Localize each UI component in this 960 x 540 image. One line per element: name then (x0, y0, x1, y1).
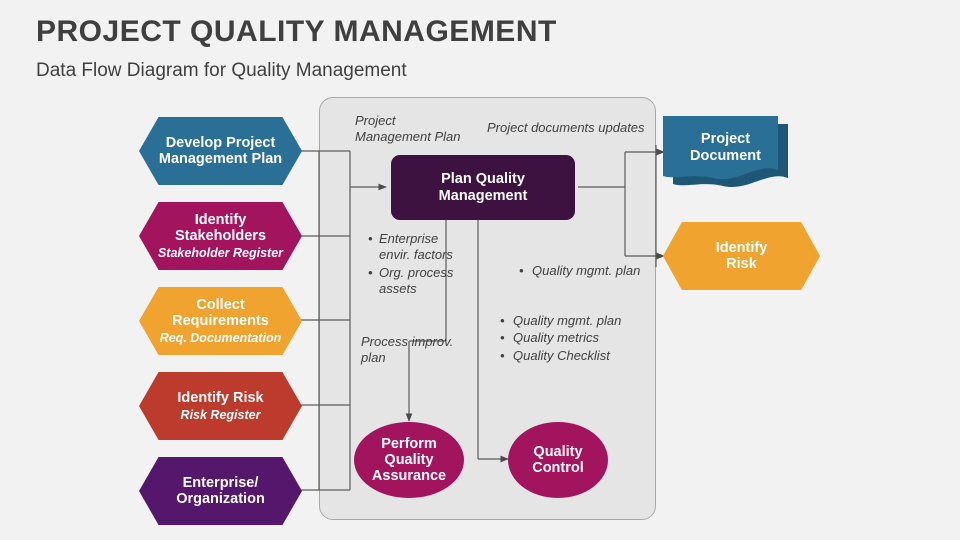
node-title-line: Perform (381, 435, 437, 452)
node-title-line: Collect (196, 296, 245, 313)
input-node-identify-risk[interactable]: Identify Risk Risk Register (139, 372, 302, 440)
node-title-line: Enterprise/ (182, 474, 259, 491)
annotation-line: Project documents updates (487, 120, 645, 135)
node-title-line: Assurance (371, 468, 447, 485)
annotation-line: Process improv. (361, 334, 454, 349)
annotation-line: plan (361, 350, 386, 366)
node-title-line: Project (700, 131, 751, 148)
node-subtitle: Risk Register (180, 408, 261, 423)
node-title-line: Identify (194, 211, 247, 228)
process-node-perform-quality-assurance[interactable]: Perform Quality Assurance (354, 422, 464, 498)
output-node-identify-risk[interactable]: Identify Risk (663, 222, 820, 290)
annotation-list-item: Quality Checklist (500, 348, 650, 365)
node-title-line: Develop Project (165, 134, 276, 151)
process-node-quality-control[interactable]: Quality Control (508, 422, 608, 498)
page-subtitle: Data Flow Diagram for Quality Management (36, 60, 407, 81)
input-node-develop-project-management-plan[interactable]: Develop Project Management Plan (139, 117, 302, 185)
node-title-line: Management Plan (158, 151, 283, 167)
annotation-list-item: Org. process assets (368, 265, 466, 298)
node-title-line: Requirements (172, 313, 269, 329)
input-node-identify-stakeholders[interactable]: Identify Stakeholders Stakeholder Regist… (139, 202, 302, 270)
annotation-project-management-plan: Project Management Plan (355, 113, 470, 146)
document-shape-icon (663, 116, 788, 188)
annotation-list-item: Quality mgmt. plan (519, 263, 659, 280)
node-title-line: Organization (176, 491, 265, 507)
node-title-line: Identify (715, 239, 768, 256)
annotation-quality-outputs-list: Quality mgmt. plan Quality metrics Quali… (500, 313, 650, 365)
annotation-line: Management Plan (355, 129, 461, 145)
annotation-quality-mgmt-plan: Quality mgmt. plan (519, 263, 659, 280)
node-label: Project Document (663, 116, 788, 194)
annotation-list-item: Quality mgmt. plan (500, 313, 650, 330)
input-node-enterprise-organization[interactable]: Enterprise/ Organization (139, 457, 302, 525)
annotation-project-documents-updates: Project documents updates (487, 120, 662, 136)
annotation-list-item: Enterprise envir. factors (368, 231, 466, 264)
node-title-line: Quality (384, 451, 434, 468)
annotation-list-item: Quality metrics (500, 330, 650, 347)
node-title-line: Management (438, 187, 528, 204)
page-title: PROJECT QUALITY MANAGEMENT (36, 15, 557, 48)
node-title-line: Plan Quality (441, 171, 525, 188)
node-title-line: Risk (726, 256, 757, 272)
node-title-line: Stakeholders (174, 228, 267, 244)
input-node-collect-requirements[interactable]: Collect Requirements Req. Documentation (139, 287, 302, 355)
annotation-line: Project (355, 113, 396, 128)
node-title-line: Identify Risk (177, 389, 264, 406)
annotation-inputs-list: Enterprise envir. factors Org. process a… (366, 231, 466, 298)
process-node-plan-quality-management[interactable]: Plan Quality Management (391, 155, 575, 220)
node-title-line: Quality (533, 443, 583, 460)
annotation-process-improv-plan: Process improv. plan (361, 334, 471, 367)
node-subtitle: Stakeholder Register (157, 246, 284, 261)
node-title-line: Control (532, 460, 584, 476)
output-node-project-document[interactable]: Project Document (663, 116, 788, 194)
node-subtitle: Req. Documentation (159, 331, 282, 346)
node-title-line: Document (690, 148, 761, 164)
